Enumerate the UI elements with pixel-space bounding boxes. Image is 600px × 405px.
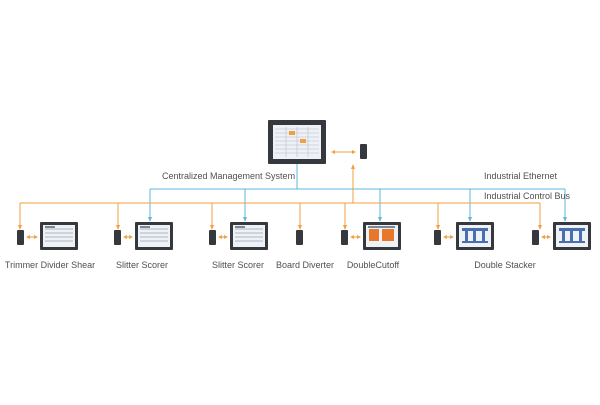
controller-icon [296,230,303,245]
central-system-label: Centralized Management System [162,171,296,181]
station-device-6 [532,222,591,250]
stations-layer [17,222,591,250]
arrow-left-icon [541,235,545,239]
station-device-1 [114,222,173,250]
controller-icon [209,230,216,245]
station-label-slitter-scorer-1: Slitter Scorer [115,260,169,270]
station-label-double-cutoff: DoubleCutoff [346,260,400,270]
arrow-right-icon [34,235,38,239]
hmi-panel-icon [135,222,173,250]
controller-icon [434,230,441,245]
controller-icon [114,230,121,245]
ethernet-arrowheads [148,217,567,222]
controller-icon [341,230,348,245]
arrow-left-icon [26,235,30,239]
arrow-right-icon [129,235,133,239]
controller-icon [17,230,24,245]
arrow-right-icon [450,235,454,239]
arrow-left-icon [123,235,127,239]
control-bus-label: Industrial Control Bus [484,191,571,201]
station-device-4 [341,222,401,250]
station-label-trimmer: Trimmer Divider Shear [4,260,96,270]
hmi-panel-icon [230,222,268,250]
station-device-5 [434,222,494,250]
station-label-slitter-scorer-2: Slitter Scorer [211,260,265,270]
arrow-right-icon [547,235,551,239]
ethernet-bus [149,164,566,220]
arrow-left-icon [218,235,222,239]
hmi-panel-icon [40,222,78,250]
controller-icon [532,230,539,245]
station-device-0 [17,222,78,250]
hmi-panel-icon [363,222,401,250]
station-label-board-diverter: Board Diverter [275,260,335,270]
hmi-panel-icon [553,222,591,250]
ethernet-bus-label: Industrial Ethernet [484,171,558,181]
central-controller-icon [360,144,367,159]
control-bus [19,167,541,228]
central-monitor-icon [268,120,326,164]
central-link-arrow [331,150,356,154]
station-device-3 [296,230,303,245]
station-device-2 [209,222,268,250]
arrow-left-icon [443,235,447,239]
arrow-right-icon [357,235,361,239]
arrow-right-icon [224,235,228,239]
station-label-double-stacker: Double Stacker [474,260,536,270]
arrow-left-icon [350,235,354,239]
hmi-panel-icon [456,222,494,250]
control-bus-arrowheads [18,164,542,230]
